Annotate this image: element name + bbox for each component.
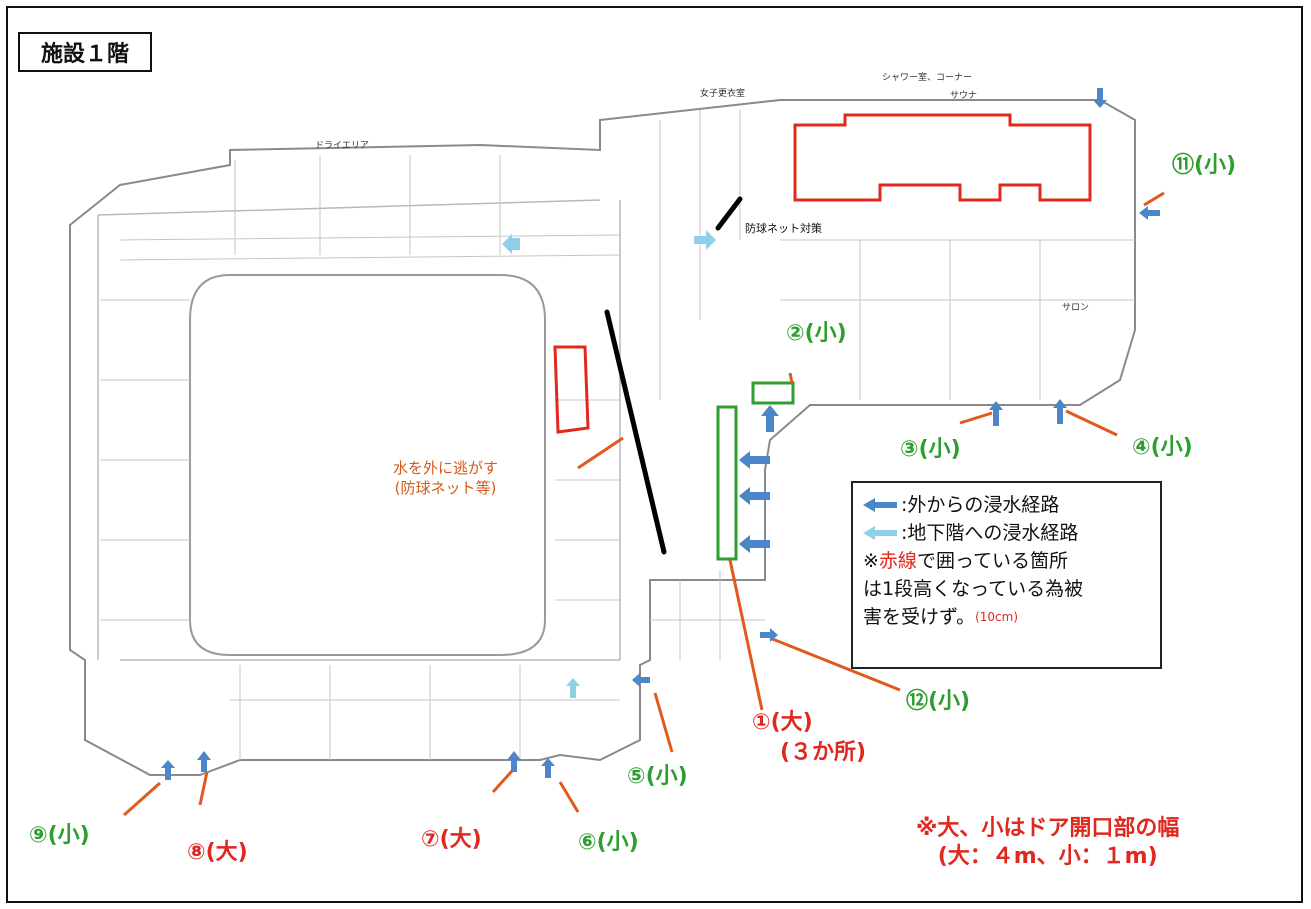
raised-area-changing [793, 113, 1092, 202]
arrow-up-7 [507, 751, 521, 772]
barrier-line-top [715, 196, 743, 231]
entrance-boxes [716, 381, 795, 561]
legend-note-line2: は1段高くなっている為被 [863, 578, 1084, 600]
water-escape-note-line1: 水を外に逃がす [393, 459, 499, 477]
arrow-up-6 [541, 758, 555, 778]
arrow-down-top [1093, 88, 1107, 108]
arrow-up-9 [161, 760, 175, 780]
entrance-label-6: ⑥(小) [578, 830, 639, 855]
legend-basement-label: :地下階への浸水経路 [901, 522, 1079, 544]
raised-area-court [553, 345, 590, 434]
label-dry-area: ドライエリア [315, 141, 369, 151]
entrance-box-1 [716, 405, 738, 561]
legend-note-rest: で囲っている箇所 [916, 550, 1068, 572]
leader-lines [123, 191, 1165, 817]
arrow-left-5 [632, 673, 650, 687]
arrow-up-3 [989, 401, 1003, 426]
entrance-label-1: ①(大) [752, 710, 813, 735]
barrier-lines [604, 196, 743, 555]
label-sauna: サウナ [950, 91, 978, 101]
entrance-label-12: ⑫(小) [906, 689, 971, 714]
legend-note-line1: ※赤線で囲っている箇所 [863, 547, 1152, 575]
legend-note-height: (10cm) [975, 610, 1019, 624]
water-escape-note-line2: (防球ネット等) [394, 479, 497, 497]
page-title: 施設１階 [18, 32, 152, 72]
arrow-left-1a [739, 451, 770, 469]
barrier-line-main [604, 309, 667, 555]
entrance-label-4: ④(小) [1132, 435, 1193, 460]
door-width-footnote-line1: ※大、小はドア開口部の幅 [916, 816, 1180, 841]
label-shower-corner: シャワー室、コーナー [882, 73, 973, 83]
arrow-right-12 [760, 628, 778, 642]
basement-arrows [502, 230, 716, 698]
water-escape-note: 水を外に逃がす (防球ネット等) [393, 458, 498, 498]
label-top-room: 女子更衣室 [700, 89, 746, 99]
basement-route-arrow-icon [863, 526, 897, 540]
arrow-left-1b [739, 487, 770, 505]
door-width-footnote-line2: (大：４m、小：１m) [937, 844, 1158, 869]
entrance-label-9: ⑨(小) [29, 823, 90, 848]
arrow-up-2 [761, 405, 779, 432]
legend-note-line3: 害を受けず。(10cm) [863, 603, 1152, 631]
entrance-label-11: ⑪(小) [1172, 153, 1237, 178]
legend-outside-label: :外からの浸水経路 [901, 494, 1060, 516]
entrance-label-2: ②(小) [786, 321, 847, 346]
arrow-left-1c [739, 535, 770, 553]
outside-route-arrow-icon [863, 498, 897, 512]
label-net-work: 防球ネット対策 [745, 222, 822, 235]
legend-note-red: 赤線 [878, 550, 917, 572]
legend: :外からの浸水経路 :地下階への浸水経路 ※赤線で囲っている箇所 は1段高くなっ… [851, 481, 1162, 669]
legend-row-basement: :地下階への浸水経路 [863, 519, 1152, 547]
legend-note-prefix: ※ [863, 550, 879, 572]
entrance-box-2 [751, 381, 795, 405]
legend-note-line3-text: 害を受けず。 [863, 606, 976, 628]
door-width-footnote: ※大、小はドア開口部の幅 (大：４m、小：１m) [916, 815, 1179, 871]
arrow-up-8 [197, 751, 211, 772]
entrance-label-8: ⑧(大) [187, 840, 248, 865]
basement-arrow-bottom [566, 678, 580, 698]
basement-arrow-left [502, 234, 520, 254]
map-frame [6, 6, 1303, 903]
arrow-up-4 [1053, 399, 1067, 424]
entrance-label-5: ⑤(小) [627, 764, 688, 789]
building-outline [69, 99, 1136, 776]
label-salon: サロン [1062, 303, 1090, 313]
entrance-label-3: ③(小) [900, 437, 961, 462]
outside-arrows [161, 88, 1160, 780]
raised-areas [553, 113, 1092, 434]
basement-arrow-right [694, 230, 716, 250]
arrow-left-11 [1139, 206, 1160, 220]
entrance-label-7: ⑦(大) [421, 827, 482, 852]
inner-court [189, 274, 546, 656]
entrance-label-1-count: (３か所) [780, 740, 867, 765]
room-lines [100, 110, 1135, 760]
legend-row-outside: :外からの浸水経路 [863, 491, 1152, 519]
